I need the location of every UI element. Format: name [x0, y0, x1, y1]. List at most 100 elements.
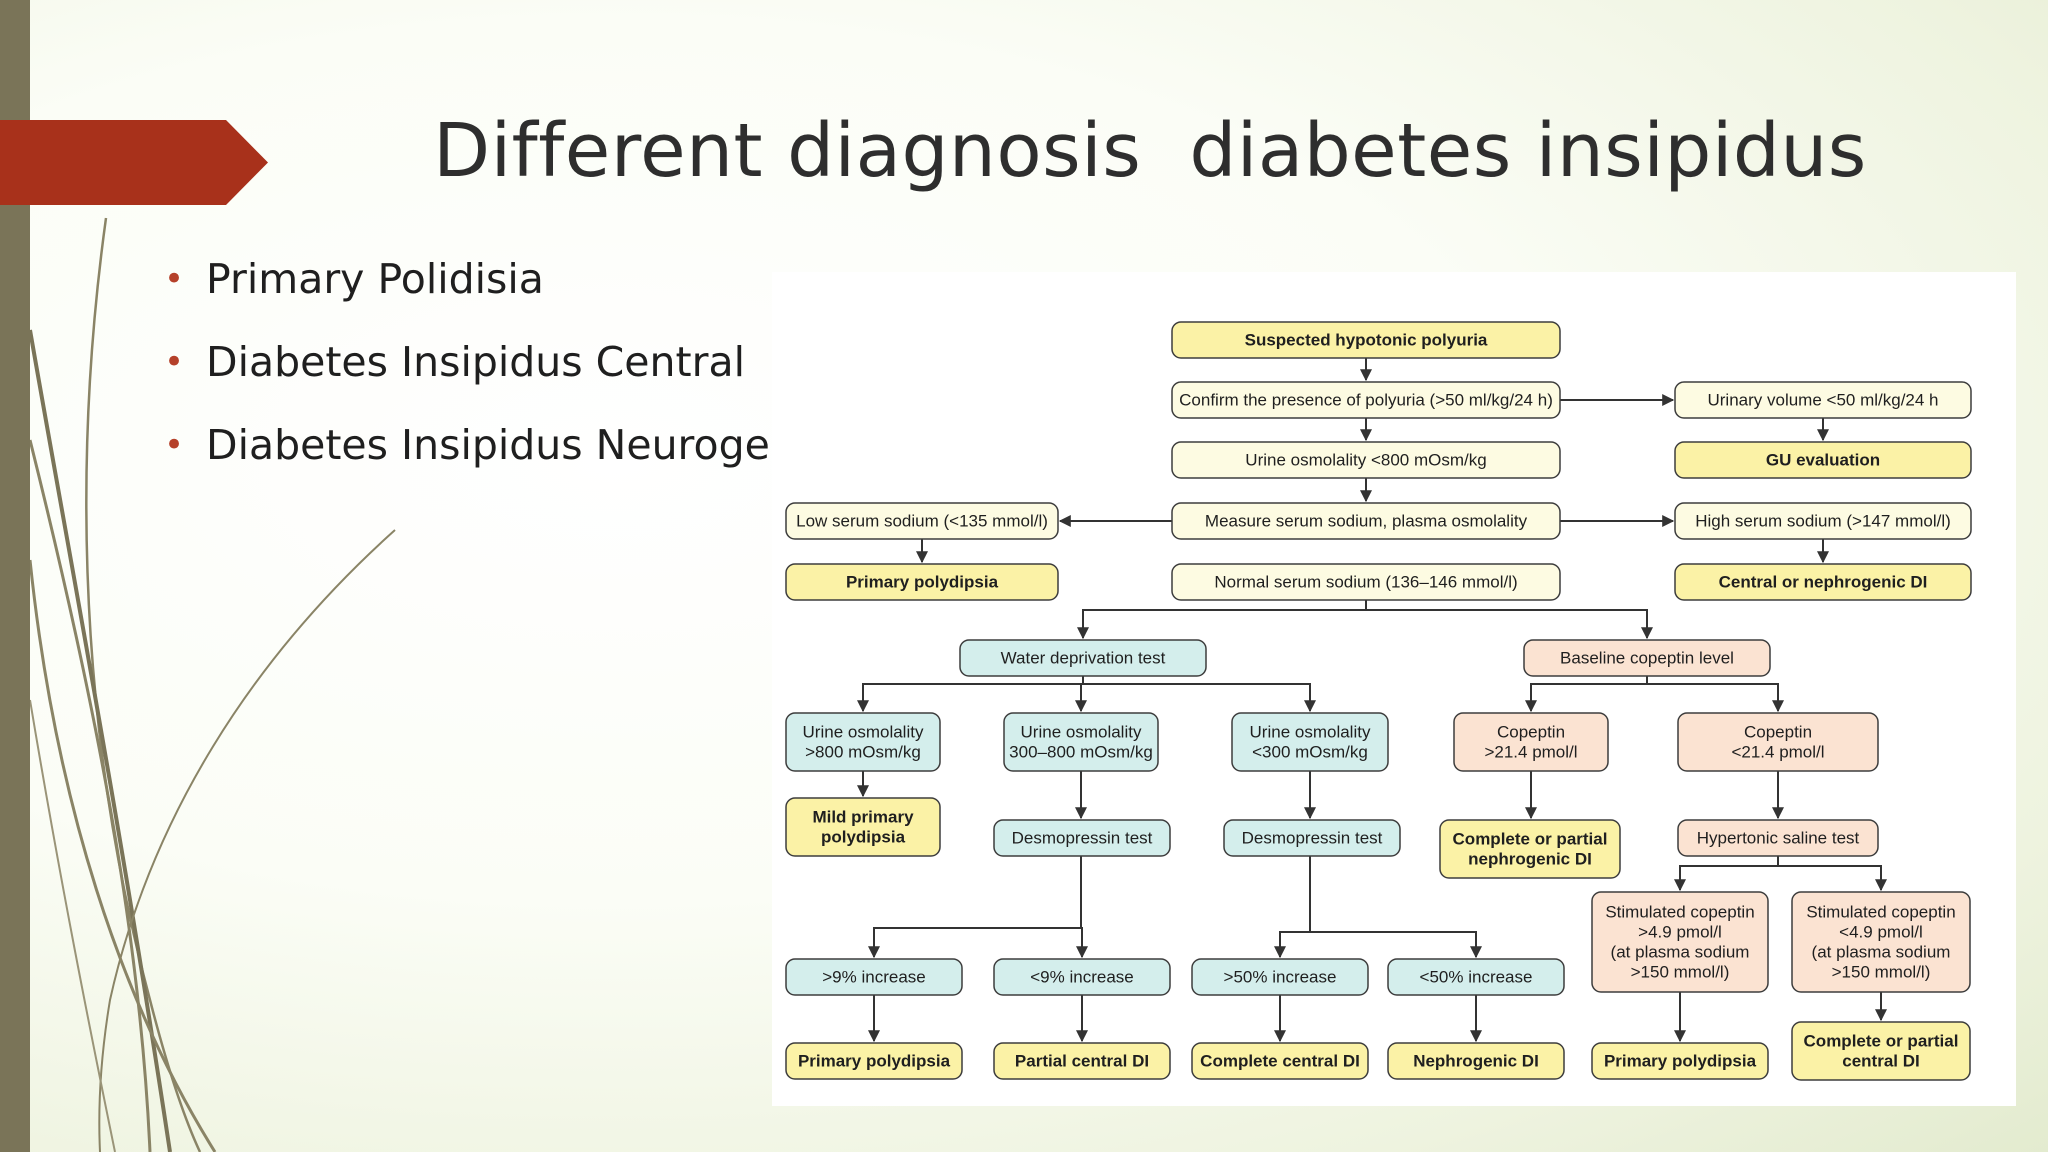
flow-arrow: [1077, 600, 1367, 640]
flow-node-label: Urinary volume <50 ml/kg/24 h: [1707, 391, 1938, 410]
flow-node-stim-low: Stimulated copeptin<4.9 pmol/l(at plasma…: [1791, 891, 1971, 993]
flow-node-label: <21.4 pmol/l: [1731, 743, 1824, 762]
flow-node-label: polydipsia: [821, 828, 906, 847]
flow-node-box: [1591, 891, 1769, 993]
flow-node-box: [1171, 502, 1561, 540]
flow-node-label: >150 mmol/l): [1631, 963, 1730, 982]
flow-node-low-na: Low serum sodium (<135 mmol/l): [785, 502, 1059, 540]
flow-arrow: [1310, 931, 1482, 959]
flow-node-box: [1171, 563, 1561, 601]
bullet-item: •Diabetes Insipidus Neurogenik: [160, 416, 831, 499]
flow-node-box: [1453, 712, 1609, 772]
flow-node-label: (at plasma sodium: [1611, 943, 1750, 962]
flow-node-label: Desmopressin test: [1242, 829, 1383, 848]
flow-node-measure: Measure serum sodium, plasma osmolality: [1171, 502, 1561, 540]
flow-node-label: Nephrogenic DI: [1413, 1052, 1539, 1071]
flow-node-label: Low serum sodium (<135 mmol/l): [796, 512, 1048, 531]
flow-node-label: Complete central DI: [1200, 1052, 1360, 1071]
flow-node-label: <50% increase: [1420, 968, 1533, 987]
flow-node-confirm: Confirm the presence of polyuria (>50 ml…: [1171, 381, 1561, 419]
flow-node-dec9: <9% increase: [993, 958, 1171, 996]
flow-node-complete-central: Complete central DI: [1191, 1042, 1369, 1080]
flow-node-central-neph: Central or nephrogenic DI: [1674, 563, 1972, 601]
flow-arrow: [1525, 676, 1648, 713]
flow-node-box: [1223, 819, 1401, 857]
flow-node-label: Urine osmolality: [1250, 723, 1371, 742]
flow-node-label: Baseline copeptin level: [1560, 649, 1734, 668]
flow-node-label: <9% increase: [1030, 968, 1133, 987]
flow-node-box: [1674, 381, 1972, 419]
flow-node-label: Copeptin: [1744, 723, 1812, 742]
flow-node-box: [1791, 1021, 1971, 1081]
slide-title: Different diagnosis diabetes insipidus: [433, 108, 1867, 194]
flow-node-pp3: Primary polydipsia: [1591, 1042, 1769, 1080]
flow-node-box: [1231, 712, 1389, 772]
flow-node-box: [1171, 381, 1561, 419]
flow-node-box: [785, 797, 941, 857]
flow-node-box: [1387, 1042, 1565, 1080]
flow-node-label: Water deprivation test: [1001, 649, 1166, 668]
flow-node-box: [1387, 958, 1565, 996]
flow-node-label: Stimulated copeptin: [1605, 903, 1754, 922]
flow-node-desmo1: Desmopressin test: [993, 819, 1171, 857]
flow-node-label: (at plasma sodium: [1812, 943, 1951, 962]
title-arrow-shape: [0, 120, 268, 205]
flow-node-baseline: Baseline copeptin level: [1523, 639, 1771, 677]
flow-node-box: [993, 1042, 1171, 1080]
flow-node-label: Complete or partial: [1804, 1032, 1959, 1051]
flow-node-label: GU evaluation: [1766, 451, 1880, 470]
flow-node-label: Central or nephrogenic DI: [1719, 573, 1928, 592]
flow-arrow: [1674, 856, 1779, 892]
flow-node-nephrogenic: Nephrogenic DI: [1387, 1042, 1565, 1080]
flow-node-box: [1523, 639, 1771, 677]
flow-node-label: >21.4 pmol/l: [1484, 743, 1577, 762]
flow-node-box: [1674, 441, 1972, 479]
flow-node-high-na: High serum sodium (>147 mmol/l): [1674, 502, 1972, 540]
flow-node-box: [1674, 502, 1972, 540]
flow-node-box: [1677, 819, 1879, 857]
flow-node-label: High serum sodium (>147 mmol/l): [1695, 512, 1951, 531]
flow-node-label: Partial central DI: [1015, 1052, 1149, 1071]
flow-arrow: [857, 676, 1084, 713]
flow-node-label: Desmopressin test: [1012, 829, 1153, 848]
bullet-list: • Primary Polidisia • Diabetes Insipidus C…: [160, 250, 831, 499]
flow-node-label: Stimulated copeptin: [1806, 903, 1955, 922]
flow-node-label: >9% increase: [822, 968, 925, 987]
flow-node-label: Confirm the presence of polyuria (>50 ml…: [1179, 391, 1553, 410]
flow-node-pp2: Primary polydipsia: [785, 1042, 963, 1080]
flow-node-label: >150 mmol/l): [1832, 963, 1931, 982]
flow-node-label: Copeptin: [1497, 723, 1565, 742]
flow-arrow: [1366, 609, 1653, 640]
flow-node-label: Measure serum sodium, plasma osmolality: [1205, 512, 1528, 531]
flow-node-label: Primary polydipsia: [798, 1052, 951, 1071]
flow-node-box: [1791, 891, 1971, 993]
flow-node-box: [1591, 1042, 1769, 1080]
flow-node-box: [785, 502, 1059, 540]
flow-node-uo300: Urine osmolality<300 mOsm/kg: [1231, 712, 1389, 772]
flow-node-wdt: Water deprivation test: [959, 639, 1207, 677]
flow-node-label: Normal serum sodium (136–146 mmol/l): [1214, 573, 1517, 592]
flow-arrow: [1076, 927, 1088, 959]
flow-node-urinary-volume: Urinary volume <50 ml/kg/24 h: [1674, 381, 1972, 419]
bullet-dot-icon: •: [164, 259, 185, 299]
flow-node-box: [1439, 819, 1621, 879]
flow-node-box: [1003, 712, 1159, 772]
bullet-text: Primary Polidisia: [206, 255, 544, 303]
flow-node-label: nephrogenic DI: [1468, 850, 1592, 869]
bullet-dot-icon: •: [164, 342, 185, 382]
flow-node-label: 300–800 mOsm/kg: [1009, 743, 1153, 762]
flow-node-cop-low: Copeptin<21.4 pmol/l: [1677, 712, 1879, 772]
bullet-dot-icon: •: [164, 425, 185, 465]
flow-node-box: [785, 712, 941, 772]
flow-node-label: <4.9 pmol/l: [1839, 923, 1923, 942]
flow-node-label: Hypertonic saline test: [1697, 829, 1860, 848]
flow-node-label: <300 mOsm/kg: [1252, 743, 1368, 762]
bullet-item: • Diabetes Insipidus Central: [160, 333, 831, 416]
bullet-text: Diabetes Insipidus Central: [206, 338, 745, 386]
flow-node-label: >800 mOsm/kg: [805, 743, 921, 762]
